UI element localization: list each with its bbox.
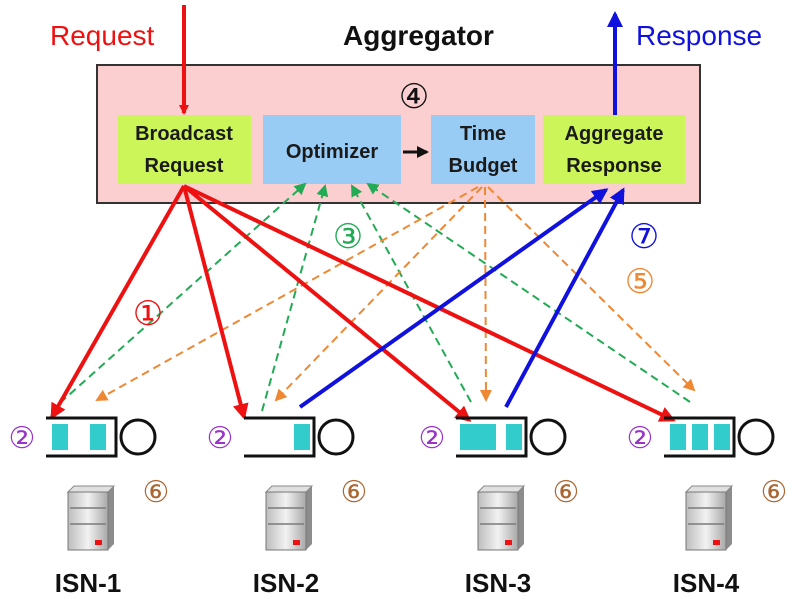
queued-request xyxy=(460,424,496,450)
broadcast-line-2: Request xyxy=(145,155,224,177)
server-icon xyxy=(66,485,116,551)
queued-request xyxy=(714,424,730,450)
isn-label-1: ISN-1 xyxy=(55,568,121,598)
response-arrows xyxy=(298,187,625,409)
queued-request xyxy=(52,424,68,450)
budget-arrow-isn3 xyxy=(479,186,492,402)
queued-request xyxy=(670,424,686,450)
aggregate-line-2: Response xyxy=(566,155,662,177)
step-2-marker-4: ② xyxy=(627,421,654,456)
queue-outline-1 xyxy=(46,416,118,458)
optimizer-module: Optimizer xyxy=(263,115,401,184)
isn-node-3: ② ⑥ ISN-3 xyxy=(419,416,580,598)
step-6-marker-4: ⑥ xyxy=(761,475,788,510)
response-arrow-isn3 xyxy=(504,187,625,408)
time-budget-line-1: Time xyxy=(460,123,506,145)
step-4-marker: ④ xyxy=(399,77,429,117)
queued-request xyxy=(506,424,522,450)
step-7-marker: ⑦ xyxy=(629,217,659,257)
broadcast-arrow-isn1 xyxy=(50,185,186,420)
queue-outline-4 xyxy=(664,416,736,458)
processor-circle-2 xyxy=(317,418,355,456)
processor-circle-3 xyxy=(529,418,567,456)
server-icon xyxy=(476,485,526,551)
processor-circle-1 xyxy=(119,418,157,456)
budget-arrow-isn2 xyxy=(274,186,483,402)
step-2-marker-1: ② xyxy=(9,421,36,456)
response-label: Response xyxy=(636,20,762,51)
isn-node-2: ② ⑥ ISN-2 xyxy=(207,416,368,598)
time-budget-line-2: Budget xyxy=(449,155,518,177)
optimizer-label: Optimizer xyxy=(286,141,378,163)
step-2-marker-2: ② xyxy=(207,421,234,456)
queued-request xyxy=(294,424,310,450)
step-5-marker: ⑤ xyxy=(625,262,655,302)
processor-circle-4 xyxy=(737,418,775,456)
isn-nodes: ② ⑥ ISN-1 ② ⑥ ISN-2 ② ⑥ ISN-3 ② ⑥ ISN-4 xyxy=(9,416,788,598)
aggregator-label: Aggregator xyxy=(343,20,494,51)
budget-arrow-isn1 xyxy=(95,186,479,401)
feedback-arrow-isn1 xyxy=(59,182,307,404)
server-icon xyxy=(264,485,314,551)
budget-arrows xyxy=(95,186,696,402)
aggregate-line-1: Aggregate xyxy=(565,123,664,145)
step-2-marker-3: ② xyxy=(419,421,446,456)
queue-outline-3 xyxy=(456,416,528,458)
isn-node-1: ② ⑥ ISN-1 xyxy=(9,416,170,598)
response-arrow-isn2 xyxy=(298,188,609,409)
step-6-marker-2: ⑥ xyxy=(341,475,368,510)
queue-outline-2 xyxy=(244,416,316,458)
step-3-marker: ③ xyxy=(333,217,363,257)
aggregate-response-module: Aggregate Response xyxy=(543,115,685,184)
isn-label-4: ISN-4 xyxy=(673,568,740,598)
step-1-marker: ① xyxy=(133,294,163,334)
isn-label-3: ISN-3 xyxy=(465,568,531,598)
broadcast-line-1: Broadcast xyxy=(135,123,233,145)
isn-node-4: ② ⑥ ISN-4 xyxy=(627,416,788,598)
step-6-marker-1: ⑥ xyxy=(143,475,170,510)
queued-request xyxy=(90,424,106,450)
budget-arrow-isn4 xyxy=(487,186,696,392)
step-6-marker-3: ⑥ xyxy=(553,475,580,510)
broadcast-request-module: Broadcast Request xyxy=(118,115,251,184)
time-budget-module: Time Budget xyxy=(431,115,535,184)
queued-request xyxy=(692,424,708,450)
broadcast-arrow-isn4 xyxy=(183,184,676,422)
request-label: Request xyxy=(50,20,155,51)
broadcast-arrow-isn2 xyxy=(182,185,249,420)
server-icon xyxy=(684,485,734,551)
broadcast-arrows xyxy=(50,184,676,422)
isn-label-2: ISN-2 xyxy=(253,568,319,598)
feedback-arrow-isn2 xyxy=(261,184,329,412)
broadcast-arrow-isn3 xyxy=(182,184,472,422)
